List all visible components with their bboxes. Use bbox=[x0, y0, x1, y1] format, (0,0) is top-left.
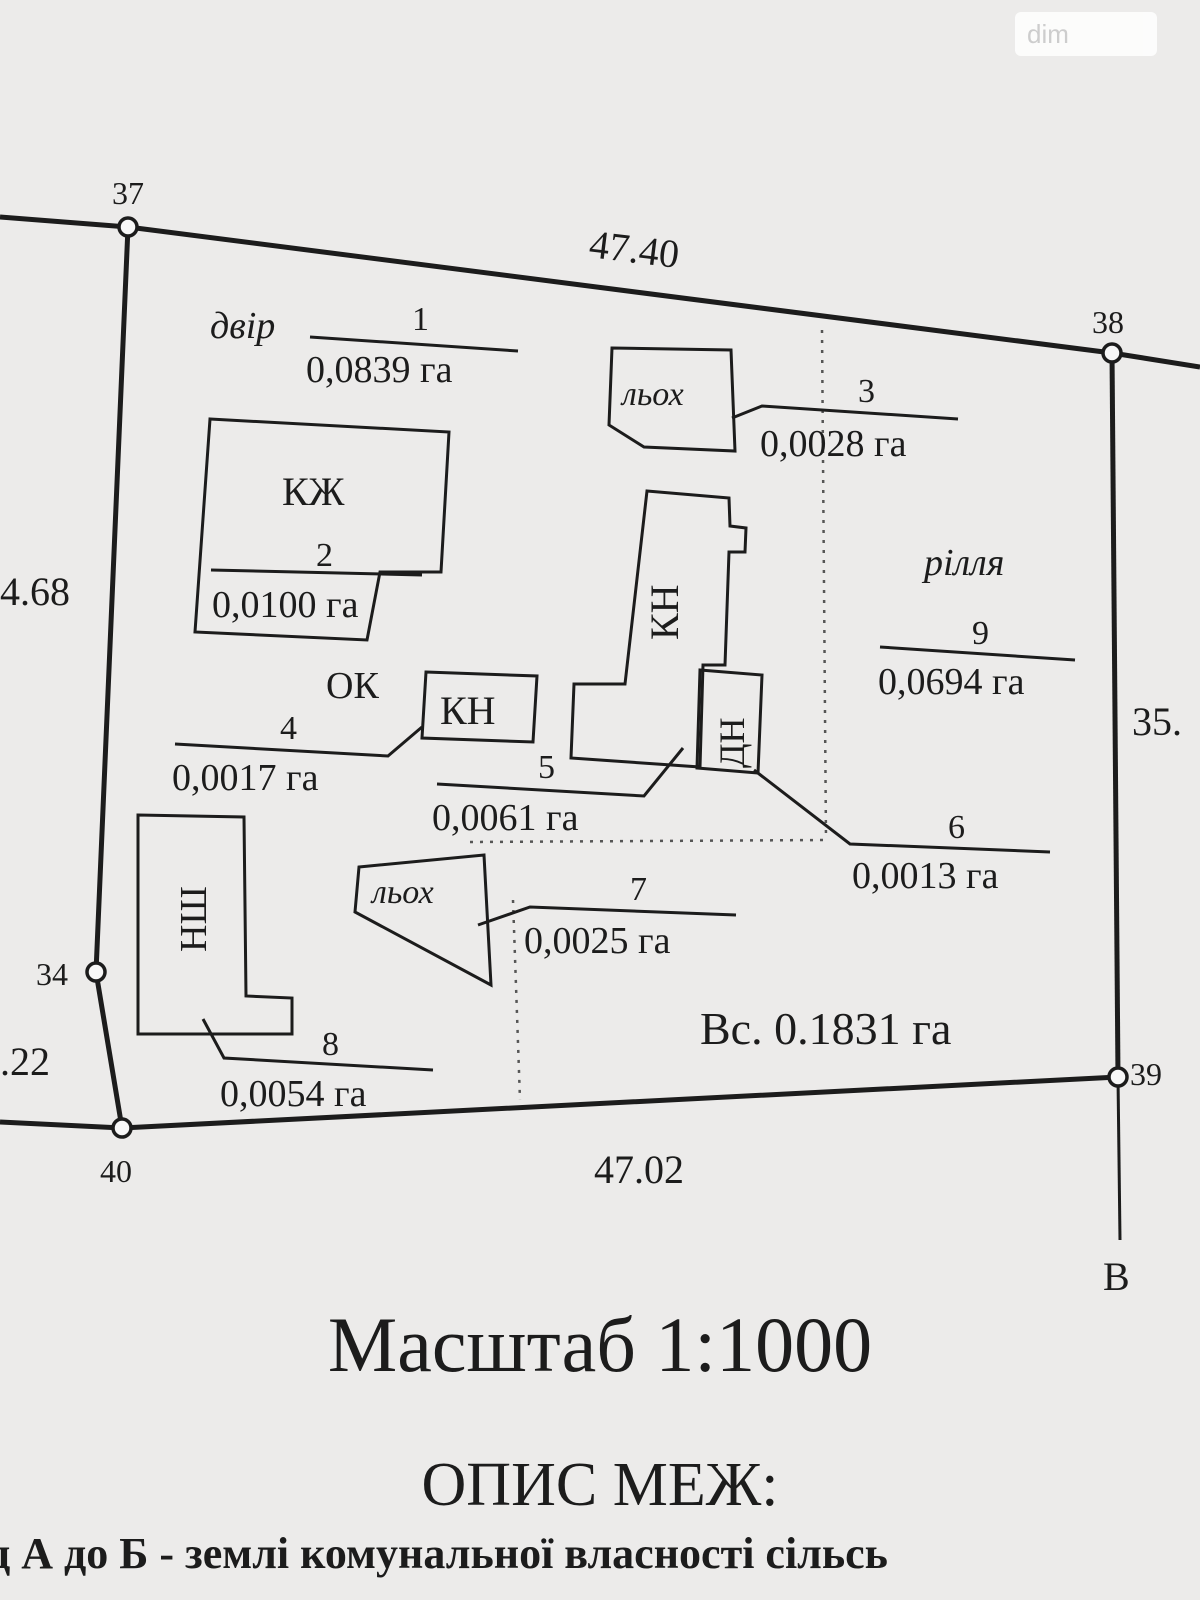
building-kn-small bbox=[420, 670, 539, 744]
parcel-6-number: 6 bbox=[948, 809, 965, 846]
building-kn-small-label: КН bbox=[440, 688, 496, 733]
parcel-9-area: 0,0694 га bbox=[878, 661, 1025, 703]
side-left-length: 4.68 bbox=[0, 569, 70, 614]
parcel-7-number: 7 bbox=[630, 871, 647, 908]
label-line-9 bbox=[879, 645, 1076, 662]
building-lokh-top-label: льох bbox=[620, 376, 684, 413]
watermark-text: dim bbox=[1027, 19, 1069, 49]
leader-5 bbox=[436, 747, 685, 798]
building-lokh-top bbox=[607, 346, 737, 453]
side-top-length: 47.40 bbox=[587, 221, 682, 277]
building-kzh-label: КЖ bbox=[282, 469, 345, 514]
parcel-3-number: 3 bbox=[858, 373, 875, 410]
parcel-8-number: 8 bbox=[322, 1026, 339, 1063]
building-ok-label: ОК bbox=[326, 665, 379, 707]
node-38 bbox=[1101, 342, 1123, 364]
parcel-1-area: 0,0839 га bbox=[306, 349, 453, 391]
boundary-top bbox=[0, 214, 1200, 370]
parcel-8-area: 0,0054 га bbox=[220, 1073, 367, 1115]
point-37-label: 37 bbox=[112, 175, 144, 211]
divider-vertical-upper bbox=[820, 329, 828, 841]
leader-8 bbox=[201, 1018, 434, 1072]
leader-4 bbox=[174, 725, 423, 758]
side-left-lower-length: .22 bbox=[0, 1039, 50, 1084]
parcel-5-number: 5 bbox=[538, 749, 555, 786]
leader-3 bbox=[731, 404, 959, 421]
point-34-label: 34 bbox=[36, 956, 68, 992]
point-b-label: B bbox=[1103, 1254, 1130, 1290]
node-34 bbox=[85, 961, 107, 983]
building-kzh bbox=[193, 417, 451, 642]
parcel-6-area: 0,0013 га bbox=[852, 855, 999, 897]
parcel-2-area: 0,0100 га bbox=[212, 584, 359, 626]
parcel-7-area: 0,0025 га bbox=[524, 920, 671, 962]
parcel-2-number: 2 bbox=[316, 537, 333, 574]
label-line-2 bbox=[210, 568, 423, 577]
dim-ria-watermark: dim bbox=[1015, 12, 1157, 56]
point-39-label: 39 bbox=[1130, 1056, 1162, 1092]
leader-7 bbox=[477, 905, 737, 927]
parcel-4-area: 0,0017 га bbox=[172, 757, 319, 799]
boundary-right bbox=[1109, 352, 1121, 1078]
scale-label: Масштаб 1:1000 bbox=[327, 1301, 873, 1388]
node-37 bbox=[117, 216, 139, 238]
divider-horizontal bbox=[469, 838, 827, 844]
building-lokh-bottom-label: льох bbox=[370, 874, 434, 911]
boundary-description-line: д А до Б - землі комунальної власності с… bbox=[0, 1529, 888, 1578]
total-area: Вс. 0.1831 га bbox=[700, 1003, 951, 1054]
boundary-left bbox=[93, 226, 131, 1129]
divider-vertical-lower bbox=[511, 899, 522, 1101]
side-right-length: 35. bbox=[1132, 699, 1182, 744]
boundary-bottom bbox=[0, 1074, 1119, 1131]
point-40-label: 40 bbox=[100, 1153, 132, 1189]
leader-6 bbox=[753, 768, 1051, 854]
point-38-label: 38 bbox=[1092, 304, 1124, 340]
parcel-3-area: 0,0028 га bbox=[760, 423, 907, 465]
land-plot-plan: 37 38 39 40 34 B 47.40 47.02 4.68 .22 35… bbox=[0, 175, 1200, 1290]
building-dn-label: ДН bbox=[712, 717, 752, 768]
building-kn-large-label: КН bbox=[642, 584, 687, 640]
building-lokh-bottom bbox=[353, 853, 493, 988]
side-bottom-length: 47.02 bbox=[594, 1147, 684, 1192]
node-39 bbox=[1107, 1066, 1129, 1088]
parcel-9-label: рілля bbox=[921, 542, 1004, 584]
parcel-5-area: 0,0061 га bbox=[432, 797, 579, 839]
building-kn-large bbox=[569, 489, 748, 769]
label-line-1 bbox=[309, 335, 519, 353]
building-nsh-label: НШ bbox=[173, 886, 215, 952]
boundary-right-extension bbox=[1116, 1076, 1122, 1241]
node-40 bbox=[111, 1117, 133, 1139]
building-nsh bbox=[136, 813, 294, 1036]
parcel-4-number: 4 bbox=[280, 710, 297, 747]
parcel-1-number: 1 bbox=[412, 301, 429, 338]
parcel-1-label: двір bbox=[210, 305, 275, 347]
parcel-9-number: 9 bbox=[972, 615, 989, 652]
boundary-description-heading: ОПИС МЕЖ: bbox=[421, 1451, 779, 1519]
